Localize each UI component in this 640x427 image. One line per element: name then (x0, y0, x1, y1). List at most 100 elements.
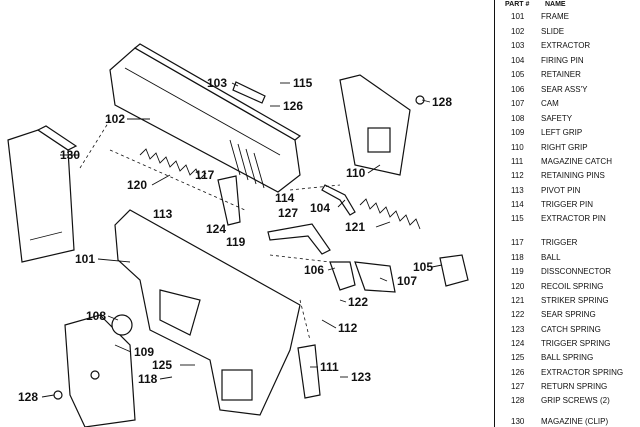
legend-part-number: 108 (511, 114, 525, 123)
callout-117: 117 (195, 168, 215, 182)
legend-part-name: TRIGGER PIN (541, 200, 594, 209)
sear-drawing (329, 261, 356, 291)
legend-part-number: 104 (511, 56, 525, 65)
callout-103: 103 (207, 76, 227, 90)
callout-128-left: 128 (18, 390, 38, 404)
legend-row: 118 BALL (511, 253, 561, 263)
firing-pin-drawing (321, 184, 356, 216)
legend-part-name: SAFETY (541, 114, 573, 123)
callout-115: 115 (293, 76, 313, 90)
legend-part-number: 103 (511, 41, 525, 50)
slide-drawing (109, 43, 302, 193)
legend-header: PART # NAME (505, 1, 566, 8)
callout-126: 126 (283, 99, 303, 113)
legend-part-number: 101 (511, 12, 525, 21)
callout-122: 122 (348, 295, 368, 309)
legend-part-name: CATCH SPRING (541, 325, 601, 334)
legend-part-number: 121 (511, 296, 525, 305)
legend-part-number: 127 (511, 382, 525, 391)
callout-114: 114 (275, 191, 295, 205)
legend-part-number: 128 (511, 396, 525, 405)
legend-row: 117 TRIGGER (511, 238, 577, 248)
callout-labels: 101 102 103 104 105 106 107 108 109 110 … (18, 76, 452, 404)
callout-104: 104 (310, 201, 330, 215)
callout-109: 109 (134, 345, 154, 359)
legend-header-part: PART # (505, 1, 530, 8)
callout-107: 107 (397, 274, 417, 288)
callout-110: 110 (346, 166, 366, 180)
magazine-catch-drawing (297, 344, 321, 399)
legend-row: 124 TRIGGER SPRING (511, 339, 610, 349)
callout-108: 108 (86, 309, 106, 323)
legend-part-number: 124 (511, 339, 525, 348)
callout-130: 130 (60, 148, 80, 162)
legend-part-number: 112 (511, 171, 524, 180)
legend-part-number: 102 (511, 27, 525, 36)
legend-row: 108 SAFETY (511, 114, 572, 124)
legend-part-name: EXTRACTOR (541, 41, 591, 50)
callout-123: 123 (351, 370, 371, 384)
leader-lines (41, 82, 443, 398)
legend-part-number: 107 (511, 99, 525, 108)
legend-part-name: MAGAZINE CATCH (541, 157, 612, 166)
legend-row: 106 SEAR ASS'Y (511, 85, 587, 95)
legend-row: 120 RECOIL SPRING (511, 282, 603, 292)
callout-119: 119 (226, 235, 246, 249)
recoil-spring-drawing (139, 148, 207, 180)
legend-part-name: TRIGGER SPRING (541, 339, 611, 348)
legend-part-number: 111 (511, 157, 524, 166)
legend-part-name: SLIDE (541, 27, 565, 36)
legend-part-number: 125 (511, 353, 525, 362)
callout-106: 106 (304, 263, 324, 277)
legend-part-number: 122 (511, 310, 525, 319)
frame-drawing (114, 209, 301, 416)
legend-row: 102 SLIDE (511, 27, 564, 37)
legend-part-name: LEFT GRIP (541, 128, 583, 137)
callout-127: 127 (278, 206, 298, 220)
callout-118: 118 (138, 372, 158, 386)
callout-128-right: 128 (432, 95, 452, 109)
legend-row: 111 MAGAZINE CATCH (511, 157, 612, 167)
right-grip-drawing (339, 74, 411, 176)
callout-102: 102 (105, 112, 125, 126)
exploded-parts-diagram: 101 102 103 104 105 106 107 108 109 110 … (7, 43, 469, 427)
legend-part-number: 114 (511, 200, 524, 209)
assembly-lines (79, 119, 341, 341)
legend-part-number: 123 (511, 325, 525, 334)
legend-part-name: BALL (541, 253, 561, 262)
legend-part-number: 110 (511, 143, 524, 152)
legend-part-name: FRAME (541, 12, 569, 21)
legend-part-name: RIGHT GRIP (541, 143, 588, 152)
legend-part-number: 120 (511, 282, 525, 291)
callout-121: 121 (345, 220, 365, 234)
legend-part-name: RECOIL SPRING (541, 282, 604, 291)
disconnector-drawing (267, 223, 331, 255)
legend-part-name: SEAR ASS'Y (541, 85, 588, 94)
callout-111: 111 (320, 360, 339, 374)
callout-125: 125 (152, 358, 172, 372)
parts-legend: PART # NAME 101 FRAME 102 SLIDE 103 EXTRACTOR… (494, 0, 640, 427)
legend-row: 114 TRIGGER PIN (511, 200, 593, 210)
legend-part-number: 117 (511, 238, 524, 247)
safety-drawing (111, 314, 133, 336)
cam-drawing (354, 261, 396, 293)
legend-part-name: TRIGGER (541, 238, 578, 247)
legend-part-number: 118 (511, 253, 524, 262)
callout-113: 113 (153, 207, 173, 221)
trigger-drawing (217, 175, 241, 226)
legend-part-number: 106 (511, 85, 525, 94)
